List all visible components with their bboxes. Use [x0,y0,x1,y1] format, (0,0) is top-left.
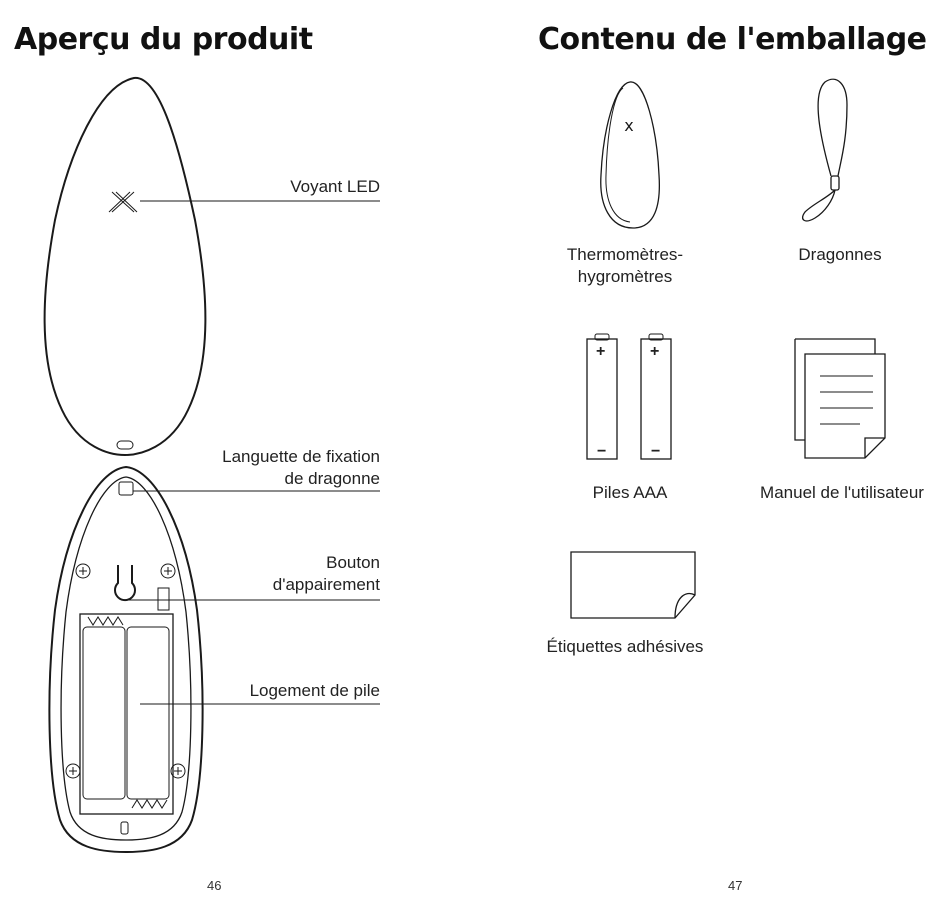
device-mark: x [624,116,633,135]
spring-top-left [88,617,123,625]
battery-minus-right: − [651,441,660,463]
battery-plus-left: + [596,341,605,363]
stickers-label: Étiquettes adhésives [520,636,730,658]
thermometer-label-line1: Thermomètres- [545,244,705,266]
thermometer-label: Thermomètres- hygromètres [545,244,705,288]
pairing-label-line2: d'appairement [273,574,380,596]
battery-minus-left: − [597,441,606,463]
lanyard-tab-label-line1: Languette de fixation [222,446,380,468]
lanyards-label: Dragonnes [765,244,915,266]
lanyard-tab-label-line2: de dragonne [222,468,380,490]
device-back-outline [49,467,202,852]
sticker-icon [571,552,695,618]
page-number-right: 47 [728,878,742,893]
lanyard-icon [803,79,847,221]
batteries-label: Piles AAA [555,482,705,504]
device-front-outline [45,78,206,455]
back-lanyard-tab [119,482,133,495]
keyhole-icon [115,565,135,600]
screw-icon-bottom-left [66,764,80,778]
battery-cell-left [83,627,125,799]
pairing-button [158,588,169,610]
led-x-icon [109,192,137,212]
right-page: Contenu de l'emballage x [475,0,950,901]
battery-cell-right [127,627,169,799]
manual-label: Manuel de l'utilisateur [737,482,947,504]
thermometer-device-icon [601,82,660,228]
page-number-left: 46 [207,878,221,893]
back-bottom-slot [121,822,128,834]
led-label: Voyant LED [290,176,380,198]
lanyard-tab-label: Languette de fixation de dragonne [222,446,380,490]
manual-icon [795,339,885,458]
left-page: Aperçu du produit [0,0,475,901]
pairing-label: Bouton d'appairement [273,552,380,596]
thermometer-label-line2: hygromètres [545,266,705,288]
package-contents-illustration: x [475,0,950,901]
spring-bottom-right [132,800,167,808]
screw-icon-top-right [161,564,175,578]
battery-label: Logement de pile [250,680,380,702]
battery-plus-right: + [650,341,659,363]
pairing-label-line1: Bouton [273,552,380,574]
screw-icon-top-left [76,564,90,578]
front-lanyard-slot [117,441,133,449]
